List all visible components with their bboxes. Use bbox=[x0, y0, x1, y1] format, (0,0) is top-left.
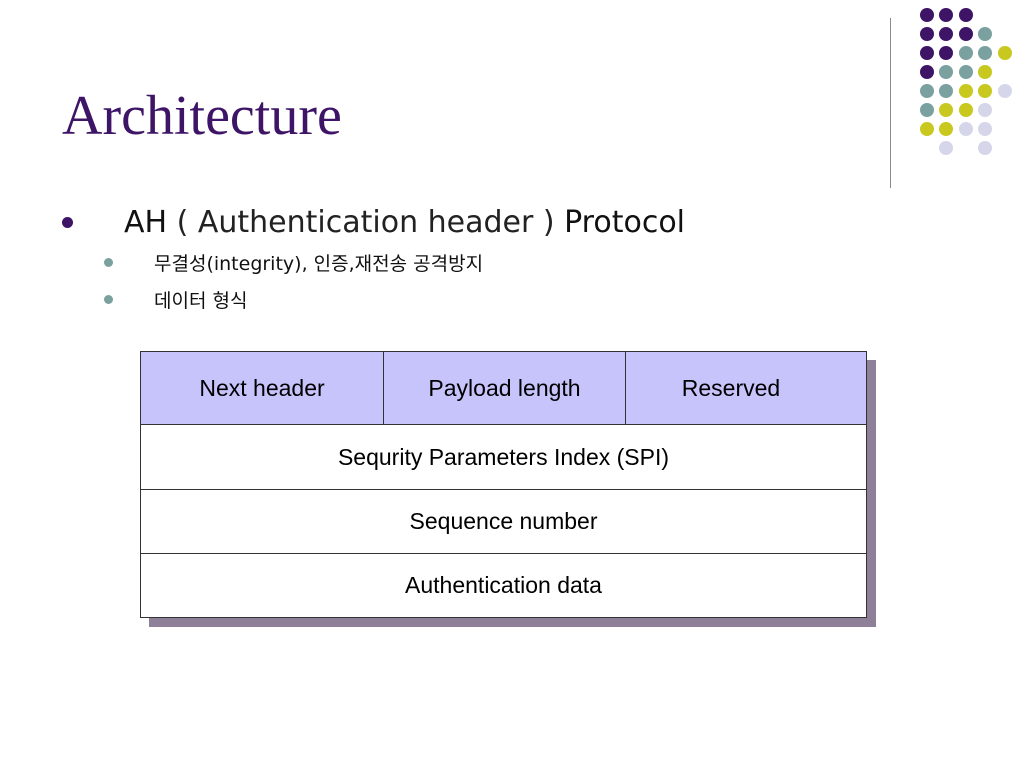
sub-bullet-dot-icon bbox=[104, 294, 113, 304]
divider-line bbox=[890, 18, 891, 188]
decorative-dot bbox=[978, 65, 992, 79]
decorative-dot bbox=[939, 141, 953, 155]
decorative-dot bbox=[939, 103, 953, 117]
decorative-dot bbox=[919, 84, 934, 98]
decorative-dot bbox=[919, 103, 934, 117]
decorative-dot bbox=[958, 122, 973, 136]
decorative-dot bbox=[958, 84, 973, 98]
sub-bullet: 무결성(integrity), 인증,재전송 공격방지 bbox=[104, 248, 483, 276]
decorative-dot bbox=[978, 103, 992, 117]
decorative-dot bbox=[939, 8, 953, 22]
row-spi: Sequrity Parameters Index (SPI) bbox=[141, 425, 866, 490]
decorative-dot bbox=[958, 46, 973, 60]
sub-bullet-text: 데이터 형식 bbox=[154, 289, 248, 312]
row-sequence-number: Sequence number bbox=[141, 490, 866, 554]
slide-title: Architecture bbox=[62, 85, 342, 147]
bullet-text-protocol: Protocol bbox=[564, 204, 686, 240]
decorative-dot bbox=[978, 84, 992, 98]
decorative-dot bbox=[958, 65, 973, 79]
main-bullet-text: AH ( Authentication header ) Protocol bbox=[124, 205, 685, 240]
ah-header-diagram: Next header Payload length Reserved Sequ… bbox=[140, 351, 876, 627]
diagram-frame: Next header Payload length Reserved Sequ… bbox=[140, 351, 867, 618]
sub-bullet-dot-icon bbox=[104, 257, 113, 267]
decorative-dot bbox=[978, 122, 992, 136]
decorative-dot bbox=[919, 65, 934, 79]
decorative-dot bbox=[919, 122, 934, 136]
decorative-dot bbox=[958, 103, 973, 117]
decorative-dot bbox=[939, 84, 953, 98]
row-authentication-data: Authentication data bbox=[141, 554, 866, 617]
decorative-dot bbox=[958, 8, 973, 22]
decorative-dot bbox=[939, 46, 953, 60]
bullet-text-ah: AH bbox=[124, 204, 168, 240]
decorative-dot bbox=[939, 27, 953, 41]
bullet-dot-icon bbox=[62, 216, 73, 228]
decorative-dot bbox=[978, 141, 992, 155]
main-bullet: AH ( Authentication header ) Protocol bbox=[62, 200, 685, 244]
cell-payload-length: Payload length bbox=[384, 352, 626, 424]
sub-bullet: 데이터 형식 bbox=[104, 285, 247, 313]
decorative-dot-grid bbox=[900, 8, 1012, 168]
decorative-dot bbox=[958, 27, 973, 41]
decorative-dot bbox=[919, 27, 934, 41]
cell-reserved: Reserved bbox=[681, 374, 781, 401]
decorative-dot bbox=[939, 122, 953, 136]
sub-bullet-text: 무결성(integrity), 인증,재전송 공격방지 bbox=[154, 252, 484, 275]
decorative-dot bbox=[978, 27, 992, 41]
cell-next-header: Next header bbox=[141, 352, 384, 424]
bullet-text-authentication-header: ( Authentication header ) bbox=[167, 204, 565, 240]
decorative-dot bbox=[997, 46, 1012, 60]
decorative-dot bbox=[939, 65, 953, 79]
decorative-dot bbox=[997, 84, 1012, 98]
decorative-dot bbox=[978, 46, 992, 60]
decorative-dot bbox=[919, 46, 934, 60]
decorative-dot bbox=[919, 8, 934, 22]
header-row: Next header Payload length Reserved bbox=[141, 352, 866, 425]
